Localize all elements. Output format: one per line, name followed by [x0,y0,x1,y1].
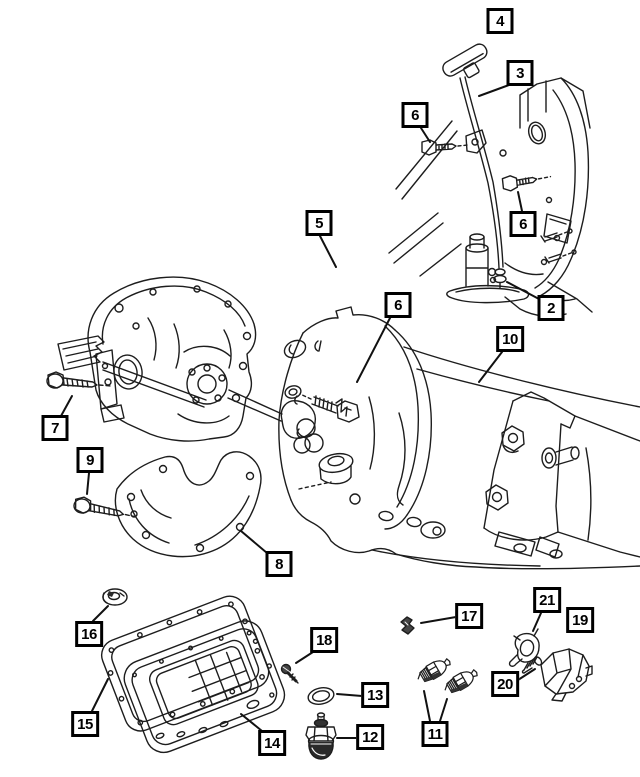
callout-box-6[interactable]: 6 [509,211,537,237]
callout-box-15[interactable]: 15 [71,711,99,737]
callout-box-20[interactable]: 20 [491,671,519,697]
callout-box-21[interactable]: 21 [533,587,561,613]
leader-lines [60,84,542,739]
transmission-assembly [278,306,640,570]
leader-line-3 [478,84,510,97]
leader-line-15 [91,678,109,712]
small-fasteners [280,663,337,760]
small-gasket [508,628,540,667]
leader-line-16 [92,605,109,622]
crankshaft-hub [186,363,228,405]
leader-line-18 [295,651,314,664]
callout-box-17[interactable]: 17 [455,603,483,629]
callout-box-4[interactable]: 4 [486,8,514,34]
callout-box-9[interactable]: 9 [76,447,104,473]
callout-box-13[interactable]: 13 [361,682,389,708]
oil-pan [123,620,286,754]
bolt-icon [46,371,112,389]
callout-box-2[interactable]: 2 [537,295,565,321]
leader-line-11 [423,690,431,722]
leader-line-14 [240,713,263,732]
bolt-icon [501,175,552,192]
callout-box-12[interactable]: 12 [356,724,384,750]
pan-magnet [102,588,128,606]
bolt-icon [284,385,360,423]
leader-line-20 [517,668,536,681]
callout-box-3[interactable]: 3 [506,60,534,86]
bellhousing-outline [539,77,590,297]
callout-box-18[interactable]: 18 [310,627,338,653]
callout-box-14[interactable]: 14 [258,730,286,756]
engine-rear-assembly [46,276,283,558]
governor-assembly [521,648,593,702]
callout-box-19[interactable]: 19 [566,607,594,633]
leader-line-5 [319,235,337,268]
callout-box-6[interactable]: 6 [401,102,429,128]
dipstick-tube [459,77,500,269]
callout-box-10[interactable]: 10 [496,326,524,352]
drain-plug [305,712,337,760]
leader-line-13 [336,693,363,697]
leader-line-2 [506,281,540,300]
leader-line-8 [240,530,268,554]
engine-housing-outline [87,276,257,442]
callout-box-6[interactable]: 6 [384,292,412,318]
leader-line-6 [420,127,431,143]
leader-line-21 [532,612,542,632]
screw [280,663,299,684]
bolt-icon [421,139,469,156]
oil-pan-group [100,588,286,754]
converter-housing [278,332,304,501]
crossmember-bracket [483,391,640,558]
leader-line-10 [478,351,503,383]
leader-line-9 [86,472,90,495]
leader-line-7 [60,395,73,417]
sensor-group [400,616,593,702]
solenoid-cylinder [465,233,497,287]
mount-bracket [57,335,125,423]
callout-box-8[interactable]: 8 [265,551,293,577]
dust-shield [114,451,262,558]
callout-box-11[interactable]: 11 [421,721,449,747]
callout-box-7[interactable]: 7 [41,415,69,441]
leader-line-6 [356,317,391,383]
leader-line-6 [517,191,523,212]
washer [307,687,335,705]
tube-grommet [493,268,507,289]
leader-line-17 [420,616,457,624]
retainer-clip [400,616,415,635]
callout-box-16[interactable]: 16 [75,621,103,647]
dipstick-handle [442,43,488,79]
transmission-case [403,346,640,408]
leader-line-11 [439,698,448,722]
callout-box-5[interactable]: 5 [305,210,333,236]
